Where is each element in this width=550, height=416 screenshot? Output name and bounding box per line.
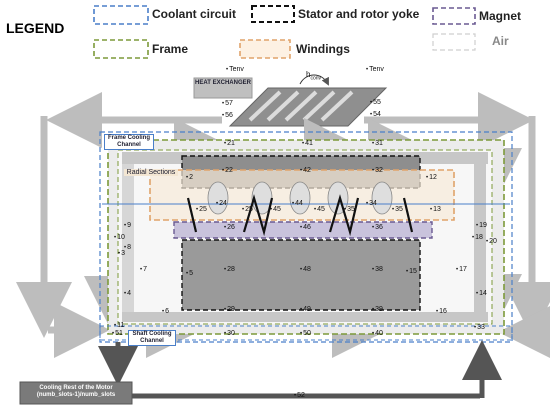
node-30: 30 <box>224 330 235 337</box>
legend-label-coolant: Coolant circuit <box>152 7 237 21</box>
shaft-cooling-boundary <box>99 325 513 341</box>
legend-label-windings: Windings <box>296 42 350 56</box>
node-19: 19 <box>476 222 487 229</box>
heat-exchanger-icon <box>228 87 388 127</box>
node-31: 31 <box>372 140 383 147</box>
node-5: 5 <box>186 270 193 277</box>
node-11: 11 <box>114 322 124 329</box>
node-9: 9 <box>124 222 131 229</box>
cooling-rest-arrows <box>98 340 502 399</box>
legend-swatch-magnet <box>432 7 476 25</box>
node-50: 50 <box>300 330 311 337</box>
legend-swatch-windings <box>239 39 291 59</box>
node-51: 51 <box>112 330 123 337</box>
node-42: 42 <box>300 167 311 174</box>
node-20: 20 <box>486 238 497 245</box>
node-15: 15 <box>406 268 417 275</box>
node-18: 18 <box>472 234 483 241</box>
node-55: 55 <box>370 99 381 106</box>
hconv-subscript: conv <box>310 75 322 82</box>
tenv-right-label: Tenv <box>366 66 384 73</box>
heat-exchanger-label: HEAT EXCHANGER <box>195 80 251 86</box>
node-3: 3 <box>118 250 125 257</box>
node-13: 13 <box>430 206 441 213</box>
node-39: 39 <box>372 306 383 313</box>
node-29: 29 <box>224 306 235 313</box>
node-40: 40 <box>372 330 383 337</box>
coolant-circuit-boundary <box>99 131 513 343</box>
node-12: 12 <box>426 174 437 181</box>
node-34: 34 <box>366 200 377 207</box>
node-49: 49 <box>300 306 311 313</box>
hconv-label: hconv <box>306 70 321 82</box>
node-26: 26 <box>224 224 235 231</box>
node-35b: 35 <box>392 206 403 213</box>
node-21: 21 <box>224 140 235 147</box>
node-7: 7 <box>140 266 147 273</box>
node-52: 52 <box>294 392 305 399</box>
node-10: 10 <box>114 234 125 241</box>
node-24: 24 <box>216 200 227 207</box>
legend-label-air: Air <box>492 34 509 48</box>
node-32: 32 <box>372 167 383 174</box>
tenv-left-label: Tenv <box>226 66 244 73</box>
node-25b: 25 <box>242 206 253 213</box>
heat-exchanger-label-box <box>193 77 253 99</box>
hconv-symbol: h <box>306 70 311 79</box>
node-44: 44 <box>292 200 303 207</box>
node-36: 36 <box>372 224 383 231</box>
node-48: 48 <box>300 266 311 273</box>
node-8: 8 <box>124 244 131 251</box>
legend-swatch-air <box>432 33 476 51</box>
legend-title: LEGEND <box>6 20 65 36</box>
legend-label-magnet: Magnet <box>479 9 521 23</box>
convection-arrow <box>299 74 329 86</box>
housing-bottom-band <box>122 312 488 322</box>
node-2: 2 <box>186 174 193 181</box>
node-35a: 35 <box>344 206 355 213</box>
node-14: 14 <box>476 290 487 297</box>
node-16: 16 <box>436 308 447 315</box>
cooling-rest-label: Cooling Rest of the Motor (numb_slots-1)… <box>36 385 116 398</box>
shaft-cooling-channel-label: Shaft Cooling Channel <box>128 330 176 346</box>
node-41: 41 <box>302 140 313 147</box>
cooling-rest-box <box>19 381 133 405</box>
node-45a: 45 <box>270 206 281 213</box>
legend-swatch-coolant <box>93 5 149 25</box>
node-6: 6 <box>162 308 169 315</box>
housing-left-band <box>122 164 134 312</box>
node-46: 46 <box>300 224 311 231</box>
node-45b: 45 <box>314 206 325 213</box>
legend-swatch-frame <box>93 39 149 59</box>
node-33: 33 <box>474 324 485 331</box>
thermal-resistance-lines <box>186 194 414 237</box>
node-22: 22 <box>222 167 233 174</box>
node-56: 56 <box>222 112 233 119</box>
node-38: 38 <box>372 266 383 273</box>
node-4: 4 <box>124 290 131 297</box>
radial-sections-label: Radial Sections <box>124 169 178 176</box>
rotor-yoke <box>181 239 421 311</box>
node-54: 54 <box>370 111 381 118</box>
node-28: 28 <box>224 266 235 273</box>
legend-label-frame: Frame <box>152 42 189 56</box>
legend-swatch-yoke <box>251 5 295 23</box>
frame-cooling-channel-label: Frame Cooling Channel <box>104 134 154 150</box>
legend-label-yoke: Stator and rotor yoke <box>298 7 420 21</box>
node-25a: 25 <box>196 206 207 213</box>
node-57: 57 <box>222 100 233 107</box>
node-17: 17 <box>456 266 467 273</box>
